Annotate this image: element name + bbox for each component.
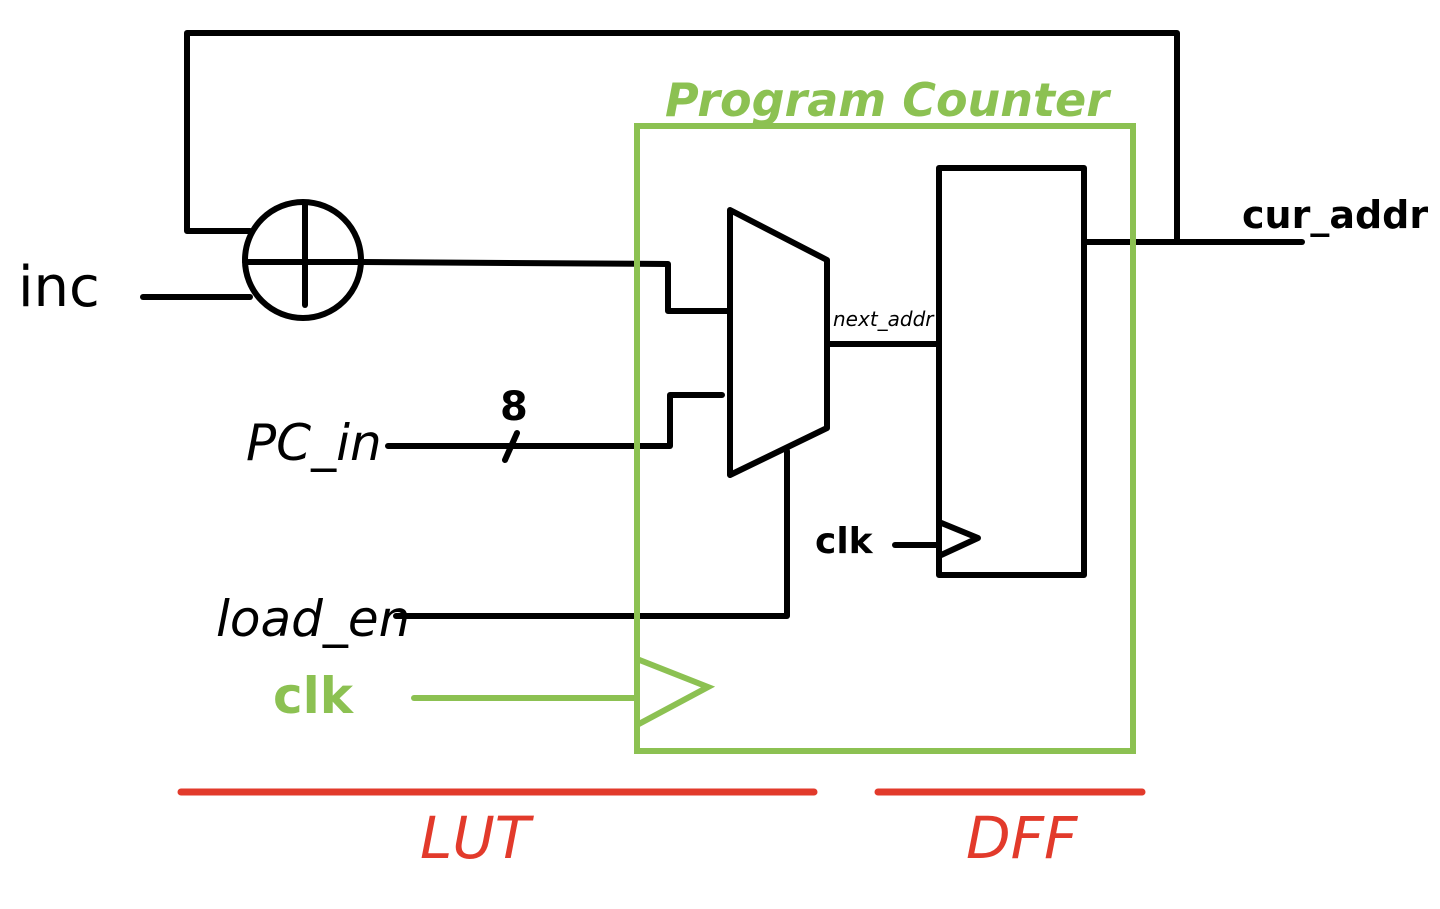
inc-label: inc [18, 255, 100, 320]
multiplexer [727, 207, 830, 478]
dff-label: DFF [966, 804, 1079, 872]
pc-in-label: PC_in [246, 414, 382, 472]
dff-block [936, 165, 1087, 578]
pc-clock-triangle-icon [634, 656, 716, 728]
feedback-wire [184, 30, 1180, 245]
next-addr-label: next_addr [833, 307, 935, 331]
load-en-label: load_en [216, 590, 410, 648]
load-en-wire [393, 448, 790, 619]
cur-addr-label: cur_addr [1242, 193, 1428, 237]
program-counter-box [634, 123, 1136, 754]
pcin-wire [385, 392, 725, 449]
adder-icon [242, 199, 364, 321]
clk-outer-label: clk [273, 667, 355, 725]
program-counter-title: Program Counter [665, 73, 1112, 127]
bus-slash-icon [502, 430, 520, 463]
clk-inner-label: clk [815, 521, 874, 562]
lut-label: LUT [420, 804, 535, 872]
bus-width-label: 8 [500, 384, 528, 430]
adder-to-mux-wire [358, 259, 731, 314]
dff-clock-triangle-icon [936, 519, 981, 559]
